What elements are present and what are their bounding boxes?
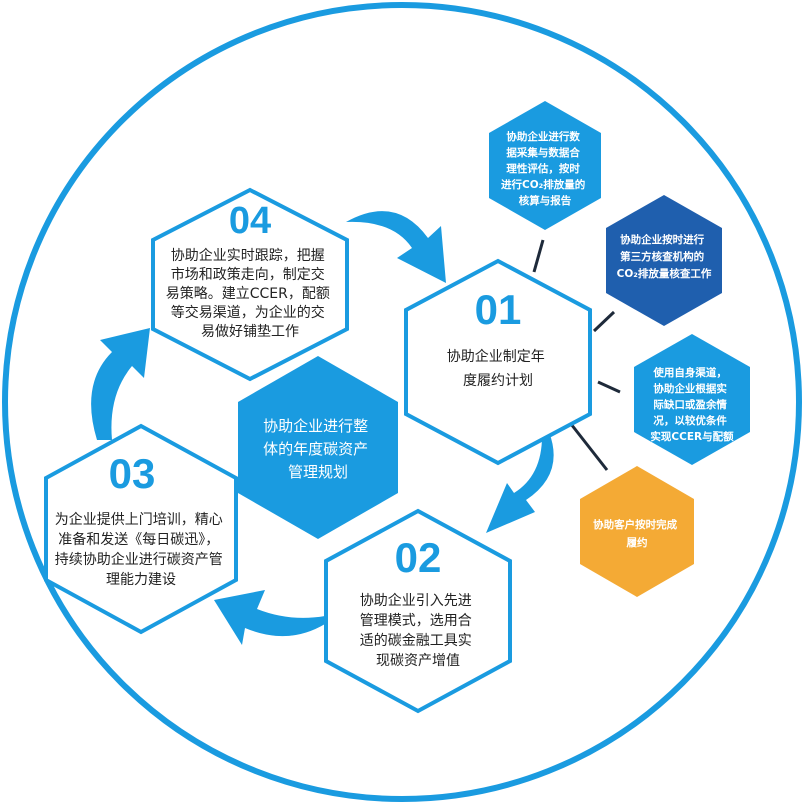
center-hexagon: 协助企业进行整 体的年度碳资产 管理规划: [238, 356, 398, 539]
sub-item-line: 进行CO₂排放量的: [501, 178, 585, 191]
connector-line: [569, 423, 609, 471]
hexagon-shape: [324, 508, 512, 714]
sub-item-line: CO₂排放量核查工作: [617, 267, 712, 280]
step-description: 协助企业制定年 度履约计划: [447, 348, 549, 389]
sub-item-text: 使用自身渠道， 协助企业根据实 际缺口或盈余情 况，以较优条件 实现CCER与配…: [650, 366, 734, 443]
flow-arrows: [91, 211, 554, 645]
sub-item-line: 协助客户按时完成: [593, 518, 677, 531]
sub-item-compliance: 协助客户按时完成 履约: [580, 466, 694, 597]
sub-item-data-collection: 协助企业进行数 据采集与数据合 理性评估，按时 进行CO₂排放量的 核算与报告: [489, 101, 601, 230]
hexagon-shape: [606, 195, 722, 326]
step-description: 协助企业实时跟踪，把握 市场和政策走向，制定交 易策略。建立CCER，配额 等交…: [166, 247, 335, 340]
sub-item-trading: 使用自身渠道， 协助企业根据实 际缺口或盈余情 况，以较优条件 实现CCER与配…: [634, 334, 750, 465]
hexagon-shape: [634, 334, 750, 465]
hexagon-shape: [404, 258, 592, 466]
arrow-03-to-04: [91, 328, 150, 440]
connector-line: [592, 310, 616, 333]
arrow-04-to-01: [346, 211, 446, 283]
step-line: 度履约计划: [463, 373, 533, 389]
step-line: 现碳资产增值: [376, 653, 460, 669]
sub-item-text: 协助企业按时进行 第三方核查机构的 CO₂排放量核查工作: [617, 233, 712, 280]
step-number: 02: [395, 534, 442, 581]
step-03-hexagon: 03 为企业提供上门培训，精心 准备和发送《每日碳迅》， 持续协助企业进行碳资产…: [44, 423, 238, 635]
step-line: 理能力建设: [106, 572, 176, 588]
step-number: 03: [109, 450, 156, 497]
sub-item-line: 实现CCER与配额: [650, 430, 734, 443]
step-line: 易做好铺垫工作: [201, 324, 299, 340]
center-line: 体的年度碳资产: [263, 440, 368, 458]
sub-item-line: 况，以较优条件: [653, 414, 727, 427]
sub-item-line: 协助企业进行数: [506, 130, 580, 143]
sub-item-text: 协助企业进行数 据采集与数据合 理性评估，按时 进行CO₂排放量的 核算与报告: [501, 130, 589, 207]
sub-item-verification: 协助企业按时进行 第三方核查机构的 CO₂排放量核查工作: [606, 195, 722, 326]
sub-item-line: 理性评估，按时: [506, 162, 580, 175]
connector-line: [597, 380, 621, 394]
step-line: 持续协助企业进行碳资产管: [55, 551, 223, 568]
sub-item-line: 履约: [626, 536, 648, 549]
sub-item-line: 协助企业根据实: [653, 382, 727, 395]
step-number: 04: [229, 200, 271, 242]
step-description: 为企业提供上门培训，精心 准备和发送《每日碳迅》， 持续协助企业进行碳资产管 理…: [55, 511, 227, 588]
sub-item-line: 协助企业按时进行: [620, 233, 704, 246]
center-line: 协助企业进行整: [263, 417, 368, 435]
connectors: [532, 239, 621, 471]
hexagon-shape: [238, 356, 398, 539]
step-line: 等交易渠道，为企业的交: [171, 304, 325, 321]
step-01-hexagon: 01 协助企业制定年 度履约计划: [404, 258, 592, 466]
step-line: 协助企业实时跟踪，把握: [171, 247, 325, 264]
sub-item-line: 使用自身渠道，: [652, 366, 727, 379]
step-line: 协助企业制定年: [447, 348, 545, 365]
step-line: 协助企业引入先进: [360, 592, 472, 609]
step-line: 准备和发送《每日碳迅》，: [58, 531, 219, 548]
hexagon-shape: [44, 423, 238, 635]
step-02-hexagon: 02 协助企业引入先进 管理模式，选用合 适的碳金融工具实 现碳资产增值: [324, 508, 512, 714]
center-text: 协助企业进行整 体的年度碳资产 管理规划: [263, 417, 373, 481]
step-line: 管理模式，选用合: [360, 613, 472, 629]
hexagon-shape: [151, 187, 349, 382]
hexagon-shape: [489, 101, 601, 230]
step-04-hexagon: 04 协助企业实时跟踪，把握 市场和政策走向，制定交 易策略。建立CCER，配额…: [151, 187, 349, 382]
sub-item-text: 协助客户按时完成 履约: [593, 518, 681, 549]
hexagon-shape: [580, 466, 694, 597]
step-description: 协助企业引入先进 管理模式，选用合 适的碳金融工具实 现碳资产增值: [360, 592, 476, 669]
connector-line: [532, 239, 545, 273]
arrow-02-to-03: [214, 590, 325, 645]
sub-item-line: 际缺口或盈余情: [653, 398, 727, 411]
step-number: 01: [475, 286, 522, 333]
step-line: 适的碳金融工具实: [360, 633, 472, 649]
sub-item-line: 据采集与数据合: [506, 146, 580, 159]
step-line: 易策略。建立CCER，配额: [166, 285, 330, 302]
sub-item-line: 核算与报告: [519, 194, 572, 207]
arrow-01-to-02: [486, 432, 554, 533]
center-line: 管理规划: [288, 463, 348, 481]
step-line: 为企业提供上门培训，精心: [55, 511, 223, 528]
step-line: 市场和政策走向，制定交: [171, 266, 325, 283]
sub-item-line: 第三方核查机构的: [620, 250, 704, 263]
